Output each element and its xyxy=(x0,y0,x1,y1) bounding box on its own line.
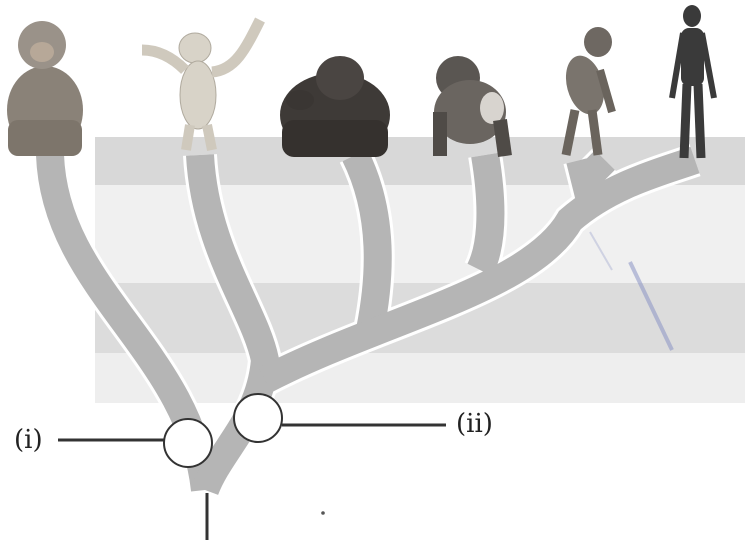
tree-branches xyxy=(33,143,701,497)
node-ii-circle xyxy=(233,393,283,443)
branch-fills xyxy=(36,146,700,496)
label-node-i: (i) xyxy=(14,425,43,455)
node-i-circle xyxy=(163,418,213,468)
orangutan-image xyxy=(280,56,390,157)
primate-images xyxy=(7,5,717,159)
branch-gorilla xyxy=(467,152,505,277)
faint-blue-mark xyxy=(628,261,674,351)
branch-great-ape-trunk xyxy=(258,146,700,393)
branch-chimp-human-fork xyxy=(566,150,615,208)
band-lower-light xyxy=(95,353,745,403)
chimpanzee-image xyxy=(561,27,616,156)
faint-mark-2 xyxy=(589,231,613,271)
gibbon-image xyxy=(141,17,265,151)
stray-dot xyxy=(321,511,325,515)
branch-gibbon xyxy=(186,154,280,496)
human-image xyxy=(669,5,717,159)
label-node-ii: (ii) xyxy=(456,409,493,439)
macaque-image xyxy=(7,21,83,156)
branch-orangutan xyxy=(342,148,392,333)
gorilla-image xyxy=(433,56,512,157)
